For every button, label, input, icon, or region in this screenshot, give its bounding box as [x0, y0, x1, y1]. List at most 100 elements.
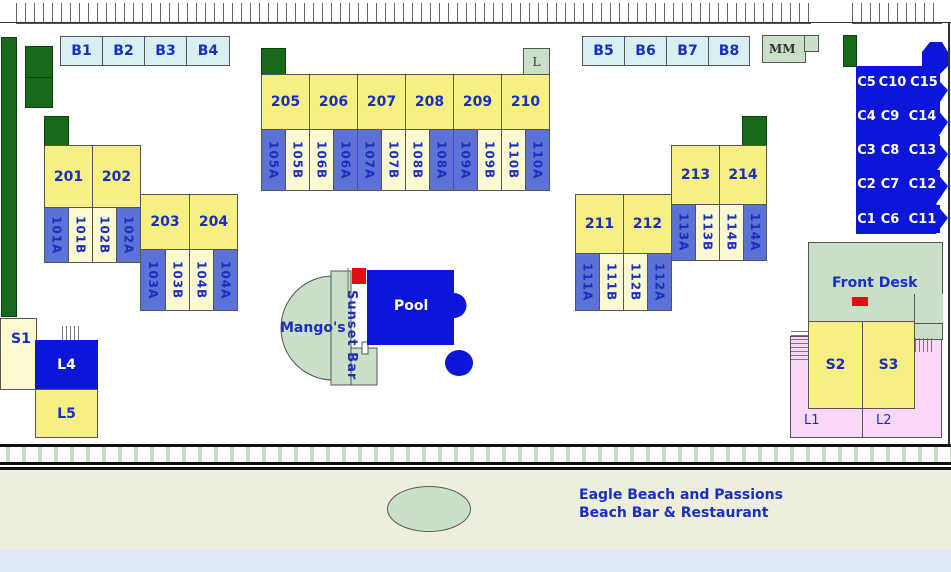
- unit-b4[interactable]: B4: [186, 36, 230, 66]
- beach-fence-bottom: [0, 467, 951, 470]
- unit-107a[interactable]: 107A: [357, 129, 382, 191]
- unit-211[interactable]: 211: [575, 194, 624, 254]
- unit-214[interactable]: 214: [719, 145, 767, 205]
- unit-b7[interactable]: B7: [666, 36, 709, 66]
- unit-c7[interactable]: C7: [877, 170, 903, 198]
- unit-c5[interactable]: C5: [856, 68, 877, 96]
- hedge-214: [742, 116, 767, 146]
- beach-label-line1: Eagle Beach and Passions: [579, 487, 783, 503]
- unit-202[interactable]: 202: [92, 145, 141, 208]
- stairs-right: [915, 338, 933, 352]
- unit-c6[interactable]: C6: [877, 205, 903, 233]
- unit-l5[interactable]: L5: [35, 389, 98, 438]
- unit-b6[interactable]: B6: [624, 36, 667, 66]
- unit-105a[interactable]: 105A: [261, 129, 286, 191]
- unit-s2[interactable]: S2: [808, 321, 863, 409]
- unit-106b[interactable]: 106B: [309, 129, 334, 191]
- unit-c3[interactable]: C3: [856, 136, 877, 164]
- unit-103b[interactable]: 103B: [165, 249, 190, 311]
- unit-108b[interactable]: 108B: [405, 129, 430, 191]
- beach-fence-top: [0, 444, 951, 447]
- unit-c8[interactable]: C8: [877, 136, 903, 164]
- unit-101b[interactable]: 101B: [68, 207, 93, 263]
- unit-108a[interactable]: 108A: [429, 129, 454, 191]
- unit-c13[interactable]: C13: [905, 136, 940, 164]
- unit-110b[interactable]: 110B: [501, 129, 526, 191]
- unit-205[interactable]: 205: [261, 74, 310, 130]
- l1-l2-divider: [862, 409, 863, 438]
- unit-s3[interactable]: S3: [862, 321, 915, 409]
- beach-label-line2: Beach Bar & Restaurant: [579, 505, 769, 521]
- front-desk-marker: [852, 297, 868, 306]
- unit-210[interactable]: 210: [501, 74, 550, 130]
- unit-109b[interactable]: 109B: [477, 129, 502, 191]
- front-desk-notch: [808, 242, 836, 264]
- unit-l1-label[interactable]: L1: [804, 413, 820, 428]
- unit-209[interactable]: 209: [453, 74, 502, 130]
- unit-b5[interactable]: B5: [582, 36, 625, 66]
- unit-112a[interactable]: 112A: [647, 253, 672, 311]
- unit-l2-label[interactable]: L2: [876, 413, 892, 428]
- hot-tub: [445, 350, 473, 376]
- unit-c14[interactable]: C14: [905, 102, 940, 130]
- unit-104a[interactable]: 104A: [213, 249, 238, 311]
- fence-top-right: [852, 3, 942, 24]
- pool-area-shapes: [280, 268, 467, 386]
- sunset-bar-label[interactable]: Sunset Bar: [344, 290, 359, 381]
- unit-203[interactable]: 203: [140, 194, 190, 250]
- unit-112b[interactable]: 112B: [623, 253, 648, 311]
- unit-204[interactable]: 204: [189, 194, 238, 250]
- mangos-label[interactable]: Mango's: [280, 320, 346, 336]
- unit-212[interactable]: 212: [623, 194, 672, 254]
- unit-114b[interactable]: 114B: [719, 204, 744, 261]
- unit-101a[interactable]: 101A: [44, 207, 69, 263]
- unit-c12[interactable]: C12: [905, 170, 940, 198]
- unit-c10[interactable]: C10: [877, 68, 908, 96]
- unit-111b[interactable]: 111B: [599, 253, 624, 311]
- unit-b3[interactable]: B3: [144, 36, 187, 66]
- unit-s1[interactable]: S1: [0, 318, 37, 390]
- unit-105b[interactable]: 105B: [285, 129, 310, 191]
- unit-107b[interactable]: 107B: [381, 129, 406, 191]
- unit-b1[interactable]: B1: [60, 36, 103, 66]
- unit-213[interactable]: 213: [671, 145, 720, 205]
- right-boundary-line: [948, 22, 950, 447]
- unit-102a[interactable]: 102A: [116, 207, 141, 263]
- beach-palapa: [387, 486, 471, 532]
- unit-109a[interactable]: 109A: [453, 129, 478, 191]
- unit-l4[interactable]: L4: [35, 340, 98, 390]
- unit-b8[interactable]: B8: [708, 36, 750, 66]
- unit-114a[interactable]: 114A: [743, 204, 767, 261]
- pool-label[interactable]: Pool: [394, 298, 429, 314]
- stairs-left: [791, 330, 809, 360]
- unit-c11[interactable]: C11: [905, 205, 940, 233]
- unit-c9[interactable]: C9: [877, 102, 903, 130]
- hedge-201: [44, 116, 69, 146]
- unit-113b[interactable]: 113B: [695, 204, 720, 261]
- unit-113a[interactable]: 113A: [671, 204, 696, 261]
- unit-110a[interactable]: 110A: [525, 129, 550, 191]
- unit-106a[interactable]: 106A: [333, 129, 358, 191]
- hedge-divider: [25, 77, 53, 78]
- sea: [0, 550, 951, 572]
- unit-201[interactable]: 201: [44, 145, 93, 208]
- unit-c2[interactable]: C2: [856, 170, 877, 198]
- unit-c4[interactable]: C4: [856, 102, 877, 130]
- hedge-c-building: [843, 35, 857, 67]
- unit-207[interactable]: 207: [357, 74, 406, 130]
- unit-103a[interactable]: 103A: [140, 249, 166, 311]
- unit-104b[interactable]: 104B: [189, 249, 214, 311]
- beach-fence-mid: [0, 462, 951, 465]
- unit-111a[interactable]: 111A: [575, 253, 600, 311]
- unit-206[interactable]: 206: [309, 74, 358, 130]
- unit-208[interactable]: 208: [405, 74, 454, 130]
- unit-c15[interactable]: C15: [908, 68, 940, 96]
- building-l-small[interactable]: L: [523, 48, 550, 75]
- unit-c1[interactable]: C1: [856, 205, 877, 233]
- unit-102b[interactable]: 102B: [92, 207, 117, 263]
- building-mm[interactable]: MM: [762, 35, 806, 63]
- unit-b2[interactable]: B2: [102, 36, 145, 66]
- beach-sand: [0, 470, 951, 550]
- front-desk-label: Front Desk: [832, 275, 918, 291]
